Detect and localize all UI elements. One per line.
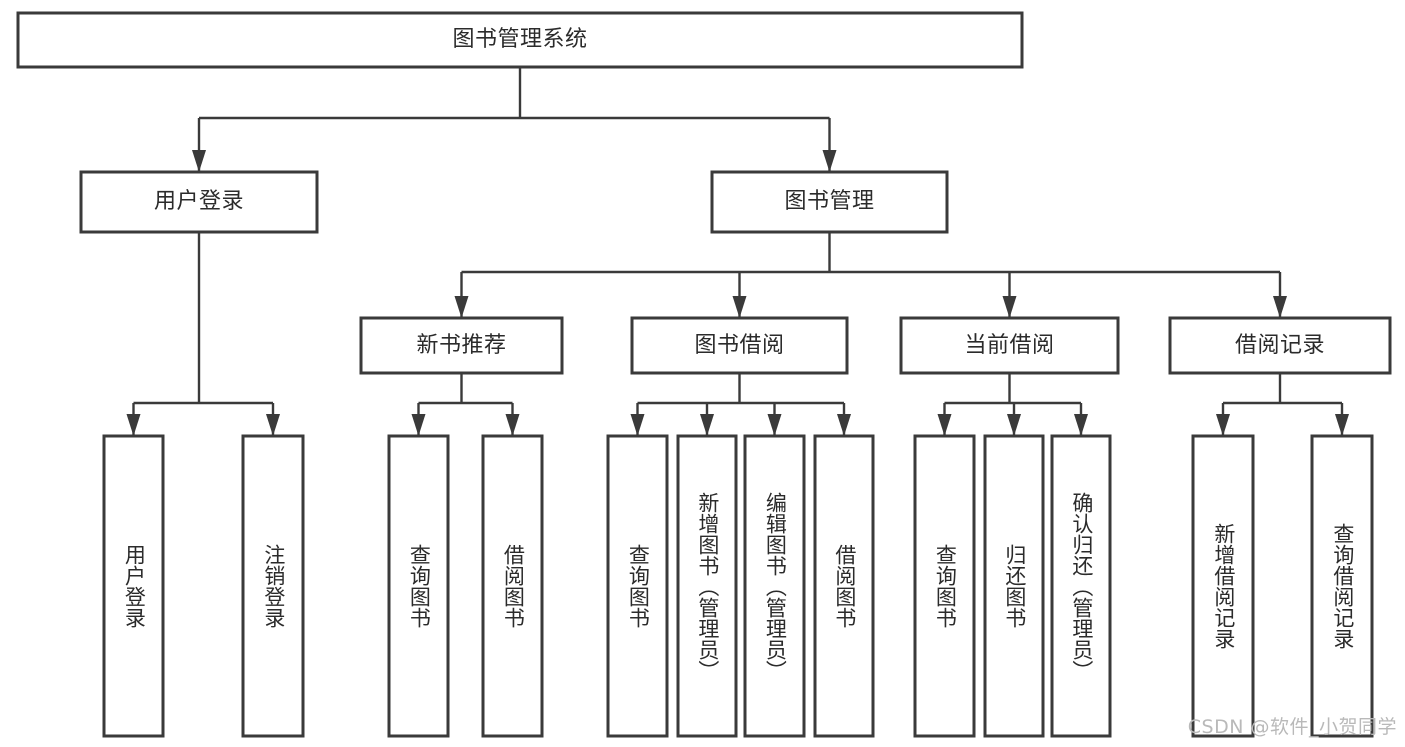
arrow-head-user-login bbox=[192, 150, 206, 172]
arrow-head-leaf-edit-book bbox=[767, 414, 782, 436]
arrow-head-leaf-query-book-2 bbox=[630, 414, 645, 436]
node-box-new-book-recommend[interactable] bbox=[359, 316, 564, 375]
node-boxes-layer bbox=[16, 11, 1392, 738]
arrow-head-leaf-logout bbox=[266, 414, 280, 436]
arrow-head-current-borrow bbox=[1002, 296, 1017, 318]
node-box-leaf-add-book[interactable] bbox=[676, 434, 738, 738]
arrow-head-leaf-query-book-1 bbox=[411, 414, 426, 436]
node-box-current-borrow[interactable] bbox=[899, 316, 1120, 375]
node-box-leaf-query-book-3[interactable] bbox=[913, 434, 976, 738]
node-box-leaf-confirm-return[interactable] bbox=[1050, 434, 1112, 738]
node-box-leaf-borrow-book-1[interactable] bbox=[481, 434, 544, 738]
node-box-book-borrow[interactable] bbox=[630, 316, 849, 375]
node-box-leaf-return-book[interactable] bbox=[983, 434, 1045, 738]
arrow-head-book-borrow bbox=[732, 296, 747, 318]
node-box-leaf-query-book-1[interactable] bbox=[387, 434, 450, 738]
connectors-layer bbox=[126, 67, 1349, 436]
node-box-leaf-add-record[interactable] bbox=[1191, 434, 1255, 738]
node-box-user-login[interactable] bbox=[79, 170, 319, 234]
node-box-leaf-logout[interactable] bbox=[241, 434, 305, 738]
arrow-head-leaf-query-book-3 bbox=[937, 414, 952, 436]
arrow-head-leaf-borrow-book-2 bbox=[837, 414, 851, 436]
node-box-book-management[interactable] bbox=[710, 170, 949, 234]
arrow-head-leaf-user-login bbox=[126, 414, 141, 436]
node-box-leaf-borrow-book-2[interactable] bbox=[813, 434, 875, 738]
arrow-head-borrow-record bbox=[1273, 296, 1287, 318]
arrow-head-leaf-add-book bbox=[700, 414, 714, 436]
arrow-head-leaf-confirm-return bbox=[1074, 414, 1088, 436]
node-box-leaf-edit-book[interactable] bbox=[743, 434, 806, 738]
arrow-head-new-book-recommend bbox=[454, 296, 469, 318]
arrow-head-book-management bbox=[822, 150, 837, 172]
node-box-root[interactable] bbox=[16, 11, 1024, 69]
arrow-head-leaf-add-record bbox=[1216, 414, 1230, 436]
node-box-leaf-query-book-2[interactable] bbox=[606, 434, 669, 738]
node-box-borrow-record[interactable] bbox=[1168, 316, 1392, 375]
arrow-head-leaf-query-record bbox=[1335, 414, 1349, 436]
node-box-leaf-query-record[interactable] bbox=[1310, 434, 1374, 738]
node-box-leaf-user-login[interactable] bbox=[102, 434, 165, 738]
arrow-head-leaf-borrow-book-1 bbox=[505, 414, 520, 436]
arrow-head-leaf-return-book bbox=[1007, 414, 1021, 436]
